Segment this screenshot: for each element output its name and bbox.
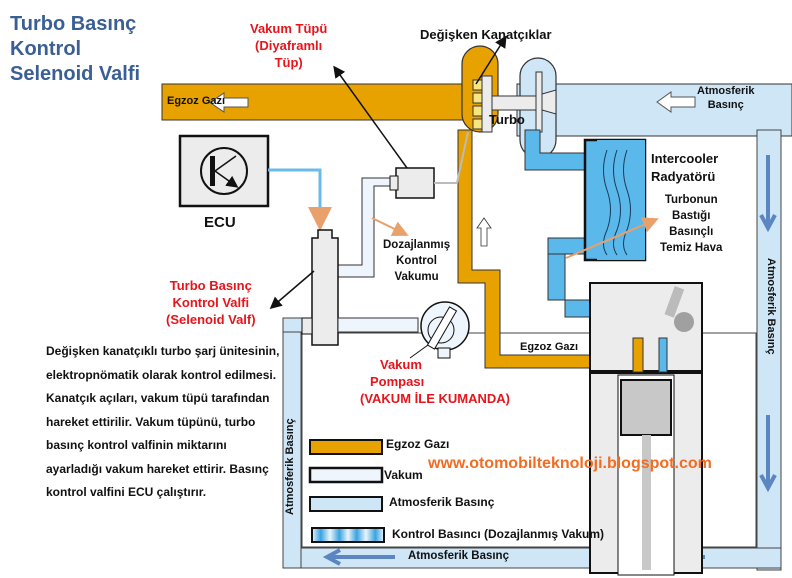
exhaust-pipe-top xyxy=(161,45,499,133)
legend-swatch-vacuum xyxy=(308,466,384,484)
compressed-air-label: Turbonun Bastığı Basınçlı Temiz Hava xyxy=(660,194,723,254)
atmospheric-flow-arrow-icon xyxy=(656,91,696,113)
variable-vanes-label: Değişken Kanatçıklar xyxy=(420,27,552,42)
metered-vacuum-label: Dozajlanmış Kontrol Vakumu xyxy=(383,239,451,283)
intercooler-label: Intercooler Radyatörü xyxy=(651,151,719,184)
vacuum-tube-label: Vakum Tüpü (Diyaframlı Tüp) xyxy=(250,21,328,70)
engine-cylinder xyxy=(589,282,703,576)
legend-swatch-exhaust xyxy=(309,439,383,455)
legend-swatch-control xyxy=(311,527,385,543)
vacuum-pump xyxy=(420,301,470,359)
callout-arrows xyxy=(269,35,659,359)
diagram-title: Turbo Basınç Kontrol Selenoid Valfi xyxy=(10,13,141,85)
legend-swatches xyxy=(308,439,385,543)
ecu-box xyxy=(178,134,270,208)
turbo-compressor xyxy=(491,57,557,159)
flow-arrow-up-icon xyxy=(476,217,492,247)
ecu-signal-line xyxy=(268,168,332,231)
exhaust-gas-top-label: Egzoz Gazı xyxy=(167,95,226,107)
website-link[interactable]: www.otomobilteknoloji.blogspot.com xyxy=(428,455,712,472)
ecu-label: ECU xyxy=(204,214,236,231)
legend-label-exhaust: Egzoz Gazı xyxy=(386,437,450,451)
intercooler xyxy=(583,138,647,262)
exhaust-gas-engine-label: Egzoz Gazı xyxy=(520,341,579,353)
atmospheric-top-label: Atmosferik Basınç xyxy=(697,85,755,111)
legend-swatch-atmospheric xyxy=(309,496,383,512)
vacuum-actuator xyxy=(389,131,469,199)
selenoid-valve xyxy=(301,229,339,346)
control-valve-label: Turbo Basınç Kontrol Valfi (Selenoid Val… xyxy=(166,278,256,327)
turbo-label: Turbo xyxy=(489,112,525,127)
description-text: Değişken kanatçıklı turbo şarj ünitesini… xyxy=(46,344,280,499)
atmospheric-right-label: Atmosferik Basınç xyxy=(765,258,777,355)
atmospheric-bottom-label: Atmosferik Basınç xyxy=(408,550,509,562)
atmospheric-left-label: Atmosferik Basınç xyxy=(284,418,296,515)
vacuum-pump-line xyxy=(337,317,419,333)
legend-label-vacuum: Vakum xyxy=(384,468,423,482)
vacuum-pump-label: Vakum Pompası (VAKUM İLE KUMANDA) xyxy=(360,357,510,406)
legend-label-atmospheric: Atmosferik Basınç xyxy=(389,495,495,509)
legend-label-control: Kontrol Basıncı (Dozajlanmış Vakum) xyxy=(392,527,605,541)
exhaust-flow-arrow-icon xyxy=(209,92,249,113)
